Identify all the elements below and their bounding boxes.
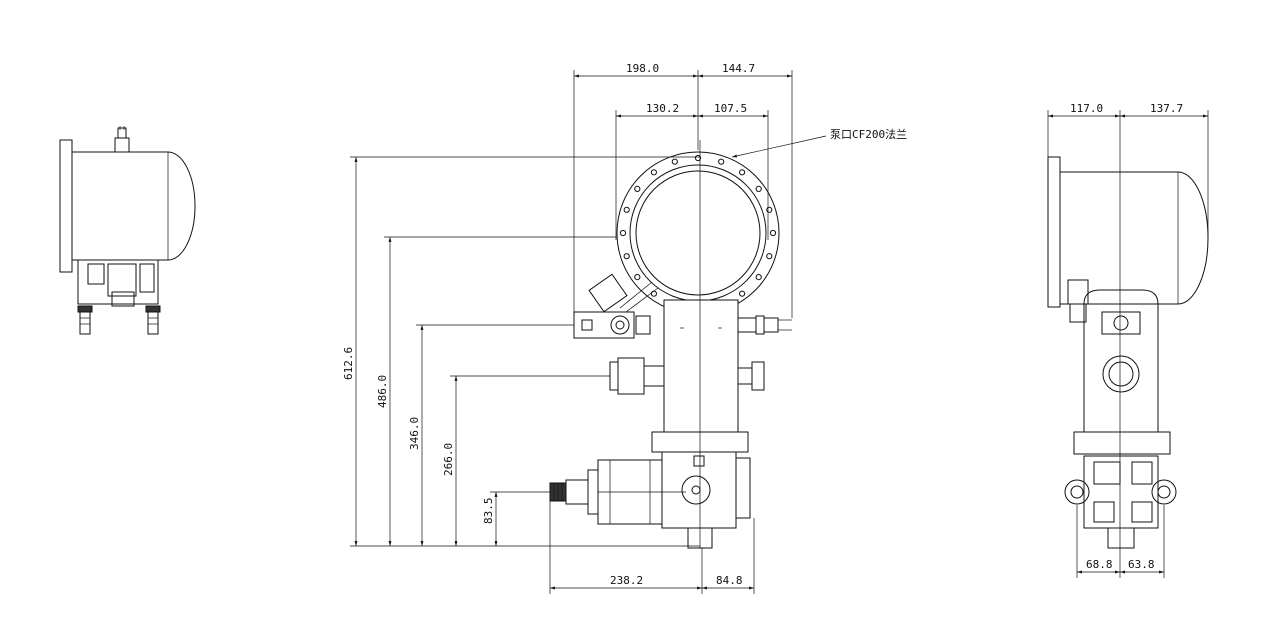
dim-144-7: 144.7	[722, 62, 755, 75]
front-view	[549, 140, 792, 549]
flange-bolt-holes	[619, 154, 777, 312]
side-view	[1047, 110, 1209, 549]
dim-238-2: 238.2	[610, 574, 643, 587]
dim-198: 198.0	[626, 62, 659, 75]
bolt-hole	[619, 229, 627, 237]
bolt-hole	[755, 274, 762, 281]
dim-486: 486.0	[376, 375, 389, 408]
bolt-hole	[755, 185, 762, 192]
dim-107-5: 107.5	[714, 102, 747, 115]
dim-346: 346.0	[408, 417, 421, 450]
dim-266: 266.0	[442, 443, 455, 476]
side-view-dimensions: 117.0 137.7 68.8 63.8	[1047, 102, 1209, 578]
bolt-hole	[739, 290, 746, 297]
bolt-hole	[623, 206, 630, 213]
dim-83-5: 83.5	[482, 498, 495, 525]
bolt-hole	[671, 158, 678, 165]
dim-84-8: 84.8	[716, 574, 743, 587]
dim-612-6: 612.6	[342, 347, 355, 380]
side-dim-137-7: 137.7	[1150, 102, 1183, 115]
bolt-hole	[623, 253, 630, 260]
dim-130-2: 130.2	[646, 102, 679, 115]
bolt-hole	[634, 185, 641, 192]
side-dim-117: 117.0	[1070, 102, 1103, 115]
bolt-hole	[766, 253, 773, 260]
left-view	[59, 126, 196, 335]
bolt-hole	[766, 206, 773, 213]
bolt-hole	[650, 169, 658, 176]
bolt-hole	[769, 229, 777, 237]
bolt-hole	[739, 169, 746, 176]
side-dim-68-8: 68.8	[1086, 558, 1113, 571]
flange-label: 泵口CF200法兰	[830, 127, 907, 141]
side-dim-63-8: 63.8	[1128, 558, 1155, 571]
bolt-hole	[694, 154, 702, 162]
bolt-hole	[650, 290, 658, 297]
front-view-dimensions: 198.0 144.7 130.2 107.5 泵口CF200法兰 612.6 …	[342, 62, 907, 594]
bolt-hole	[718, 158, 725, 165]
bolt-hole	[634, 274, 641, 281]
